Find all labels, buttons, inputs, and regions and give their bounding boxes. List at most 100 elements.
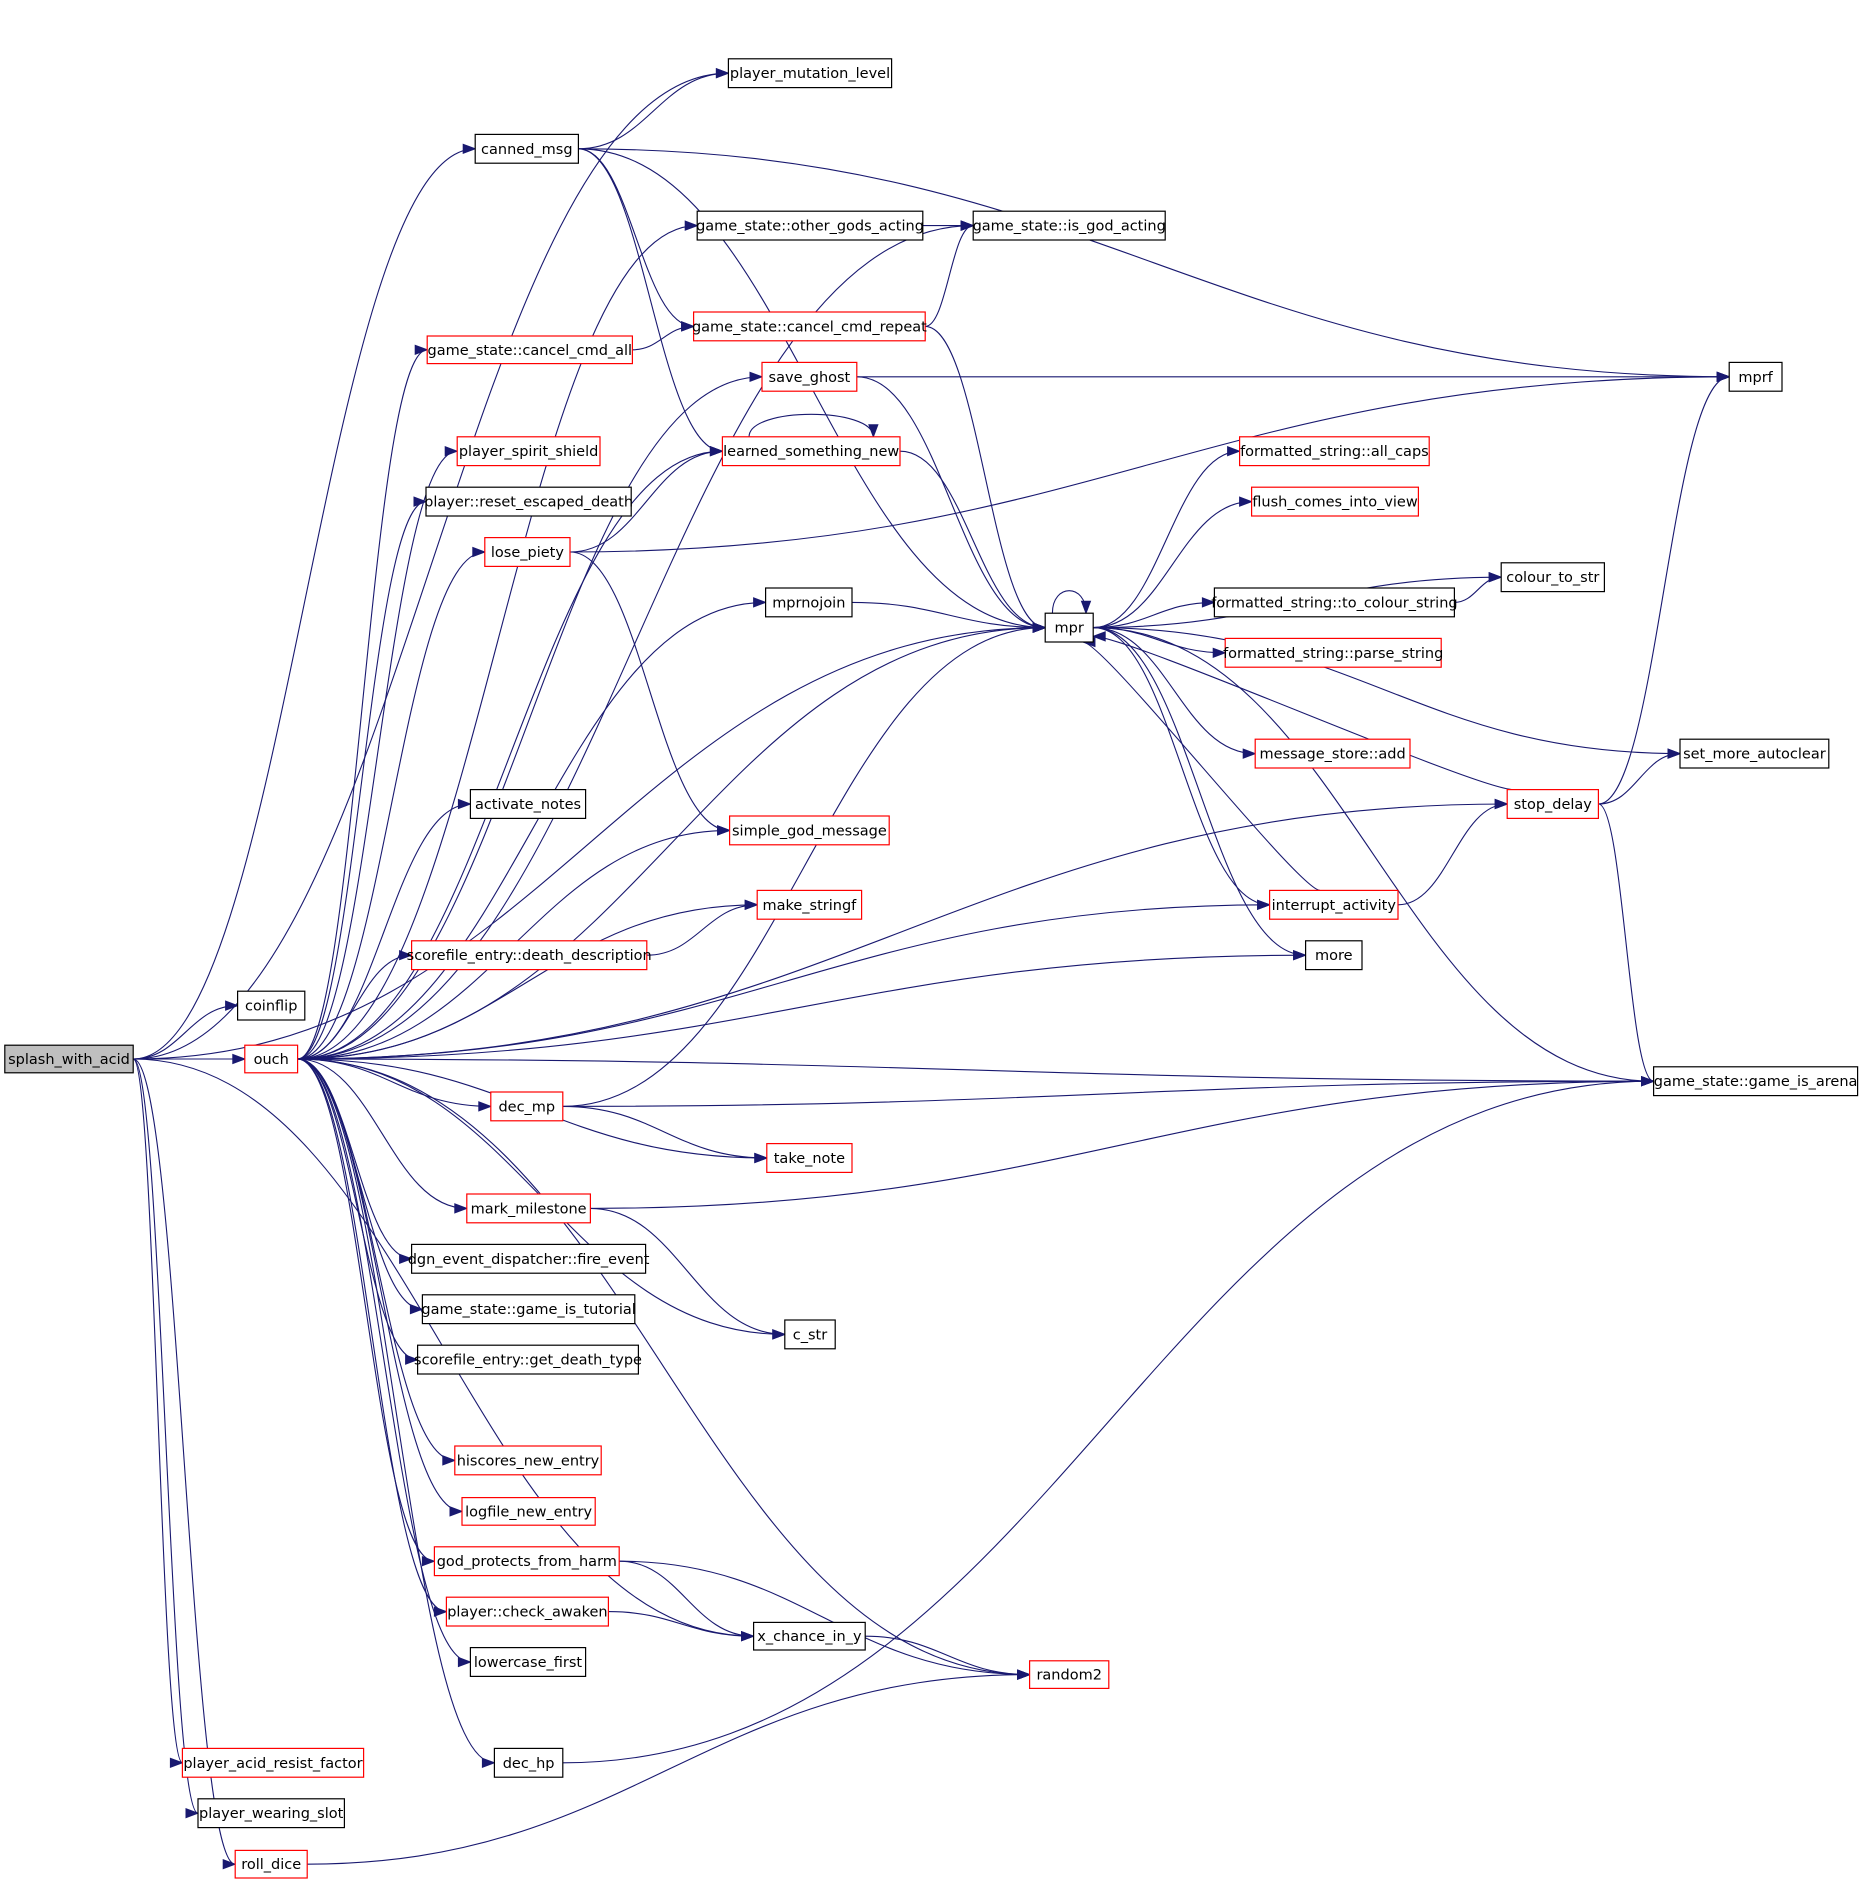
edge-ouch-to-mprnojoin [297, 597, 768, 1060]
edge-line [865, 1635, 1030, 1676]
node-label: take_note [774, 1151, 845, 1167]
node-canned-msg[interactable]: canned_msg [474, 133, 580, 164]
node-lowercase-first[interactable]: lowercase_first [469, 1646, 587, 1677]
node-x-chance-in-y[interactable]: x_chance_in_y [752, 1621, 866, 1651]
node-god-protects-from-harm[interactable]: god_protects_from_harm [433, 1546, 620, 1577]
node-player-acid-resist-factor[interactable]: player_acid_resist_factor [181, 1747, 365, 1778]
node-game-is-arena[interactable]: game_state::game_is_arena [1652, 1066, 1859, 1097]
node-logfile-new-entry[interactable]: logfile_new_entry [461, 1496, 596, 1526]
arrowhead-icon [169, 1757, 184, 1769]
node-player-mutation-level[interactable]: player_mutation_level [727, 58, 893, 89]
node-box [727, 58, 893, 89]
node-c-str[interactable]: c_str [784, 1319, 836, 1350]
arrowhead-icon [1227, 445, 1242, 457]
arrowhead-icon [1667, 748, 1682, 759]
node-cancel-cmd-all[interactable]: game_state::cancel_cmd_all [426, 335, 634, 365]
node-simple-god-message[interactable]: simple_god_message [728, 815, 890, 846]
node-mprf[interactable]: mprf [1728, 361, 1783, 392]
node-reset-escaped-death[interactable]: player::reset_escaped_death [424, 486, 633, 517]
node-label: mpr [1055, 621, 1084, 637]
node-set-more-autoclear[interactable]: set_more_autoclear [1679, 738, 1830, 769]
node-roll-dice[interactable]: roll_dice [234, 1849, 308, 1879]
node-player-wearing-slot[interactable]: player_wearing_slot [197, 1798, 345, 1829]
node-interrupt-activity[interactable]: interrupt_activity [1268, 889, 1399, 920]
arrowhead-icon [1641, 1075, 1656, 1087]
edge-line [132, 1058, 183, 1764]
edge-canned_msg-to-learned_something_new [578, 148, 724, 457]
edge-line [1082, 641, 1321, 891]
node-dec-mp[interactable]: dec_mp [490, 1091, 564, 1122]
edge-line [608, 1611, 754, 1637]
node-message-store-add[interactable]: message_store::add [1254, 738, 1411, 769]
edge-line [297, 1058, 463, 1512]
arrowhead-icon [749, 371, 764, 383]
arrowhead-icon [1242, 748, 1257, 759]
node-activate-notes[interactable]: activate_notes [469, 788, 587, 819]
node-mark-milestone[interactable]: mark_milestone [466, 1193, 591, 1224]
node-box [1506, 788, 1599, 819]
edge-line [1093, 601, 1215, 629]
node-dec-hp[interactable]: dec_hp [493, 1747, 564, 1778]
edge-ouch-to-get_death_type [297, 1058, 420, 1365]
node-mprnojoin[interactable]: mprnojoin [764, 587, 853, 618]
node-box [411, 1243, 647, 1274]
node-make-stringf[interactable]: make_stringf [756, 889, 863, 920]
edge-line [297, 1058, 1654, 1082]
edge-line [297, 1058, 471, 1663]
node-take-note[interactable]: take_note [766, 1142, 853, 1173]
arrowhead-icon [717, 825, 732, 836]
node-box [1250, 486, 1419, 517]
node-more[interactable]: more [1304, 940, 1363, 971]
node-mpr[interactable]: mpr [1044, 612, 1094, 643]
node-random2[interactable]: random2 [1028, 1660, 1110, 1690]
node-box [445, 1596, 609, 1627]
node-box [461, 1496, 596, 1526]
node-cancel-cmd-repeat[interactable]: game_state::cancel_cmd_repeat [692, 311, 927, 342]
edge-line [297, 349, 428, 1060]
edge-to_colour_string-to-colour_to_str [1454, 571, 1503, 603]
node-parse-string[interactable]: formatted_string::parse_string [1223, 637, 1443, 668]
edge-ouch-to-make_stringf [297, 899, 759, 1060]
node-coinflip[interactable]: coinflip [237, 990, 306, 1021]
node-label: splash_with_acid [8, 1052, 130, 1068]
edge-dec_mp-to-mpr [562, 622, 1047, 1107]
node-splash-with-acid[interactable]: splash_with_acid [4, 1044, 134, 1074]
edge-line [619, 1560, 754, 1637]
arrowhead-icon [457, 798, 472, 810]
node-flush-comes-into-view[interactable]: flush_comes_into_view [1250, 486, 1419, 517]
node-label: random2 [1036, 1668, 1101, 1684]
node-game-is-tutorial[interactable]: game_state::game_is_tutorial [421, 1294, 636, 1325]
arrowhead-icon [741, 1630, 756, 1642]
edge-line [1454, 576, 1502, 603]
node-to-colour-string[interactable]: formatted_string::to_colour_string [1211, 587, 1458, 618]
edge-line [297, 904, 1270, 1060]
node-save-ghost[interactable]: save_ghost [761, 361, 858, 392]
node-other-gods-acting[interactable]: game_state::other_gods_acting [696, 210, 924, 241]
node-player-spirit-shield[interactable]: player_spirit_shield [456, 436, 601, 467]
node-box [244, 1044, 299, 1074]
edge-god_protects_from_harm-to-random2 [619, 1560, 1032, 1680]
node-learned-something-new[interactable]: learned_something_new [721, 436, 901, 467]
node-ouch[interactable]: ouch [244, 1044, 299, 1074]
edge-cancel_cmd_repeat-to-is_god_acting [925, 220, 975, 327]
node-check-awaken[interactable]: player::check_awaken [445, 1596, 609, 1627]
node-label: c_str [793, 1327, 827, 1343]
node-box [490, 1091, 564, 1122]
edge-dec_hp-to-game_is_arena [562, 1075, 1656, 1764]
node-lose-piety[interactable]: lose_piety [484, 536, 571, 567]
edge-dec_mp-to-take_note [562, 1105, 769, 1164]
edge-line [297, 1058, 447, 1613]
node-colour-to-str[interactable]: colour_to_str [1500, 562, 1605, 593]
arrowhead-icon [433, 1606, 448, 1617]
node-is-god-acting[interactable]: game_state::is_god_acting [973, 210, 1166, 241]
node-hiscores-new-entry[interactable]: hiscores_new_entry [454, 1445, 602, 1476]
edge-line [562, 627, 1046, 1107]
node-death-description[interactable]: scorefile_entry::death_description [407, 940, 652, 971]
arrowhead-icon [1293, 949, 1308, 961]
node-get-death-type[interactable]: scorefile_entry::get_death_type [414, 1344, 642, 1375]
arrowhead-icon [744, 899, 759, 911]
node-stop-delay[interactable]: stop_delay [1506, 788, 1599, 819]
node-fire-event[interactable]: dgn_event_dispatcher::fire_event [408, 1243, 650, 1274]
node-all-caps[interactable]: formatted_string::all_caps [1238, 436, 1430, 467]
arrowhead-icon [413, 496, 428, 507]
